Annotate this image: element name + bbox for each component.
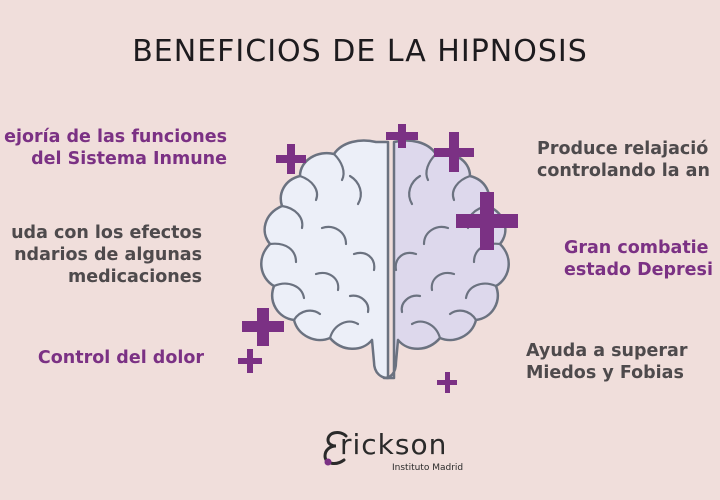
brain-illustration-icon [260,139,510,380]
logo-name: rickson [340,428,448,461]
benefit-line: Produce relajació [537,139,709,159]
benefit-line: ejoría de las funciones [4,127,227,147]
benefit-immune: ejoría de las funciones del Sistema Inmu… [4,126,227,170]
logo-e-icon [323,431,348,466]
benefit-pain: Control del dolor [38,347,204,369]
benefit-line: Control del dolor [37,348,204,368]
benefit-depression: Gran combatie estado Depresi [564,237,713,281]
benefit-line: del Sistema Inmune [31,149,227,169]
benefit-line: ndarios de algunas [14,245,202,265]
logo-subtitle: Instituto Madrid [392,463,464,473]
benefit-line: Miedos y Fobias [526,363,684,383]
benefit-line: estado Depresi [564,260,713,280]
benefit-relaxation: Produce relajació controlando la an [537,138,710,182]
benefit-line: Ayuda a superar [526,341,688,361]
brain-left-hemisphere [260,139,390,380]
benefit-line: controlando la an [537,161,710,181]
logo: rickson Instituto Madrid [320,428,480,478]
brain-right-hemisphere [382,139,510,380]
benefit-line: uda con los efectos [11,223,202,243]
page-title: BENEFICIOS DE LA HIPNOSIS [132,34,588,69]
benefit-fears: Ayuda a superar Miedos y Fobias [526,340,687,384]
benefit-line: Gran combatie [564,238,709,258]
benefit-line: medicaciones [68,267,202,287]
benefit-medications: uda con los efectos ndarios de algunas m… [11,222,202,288]
